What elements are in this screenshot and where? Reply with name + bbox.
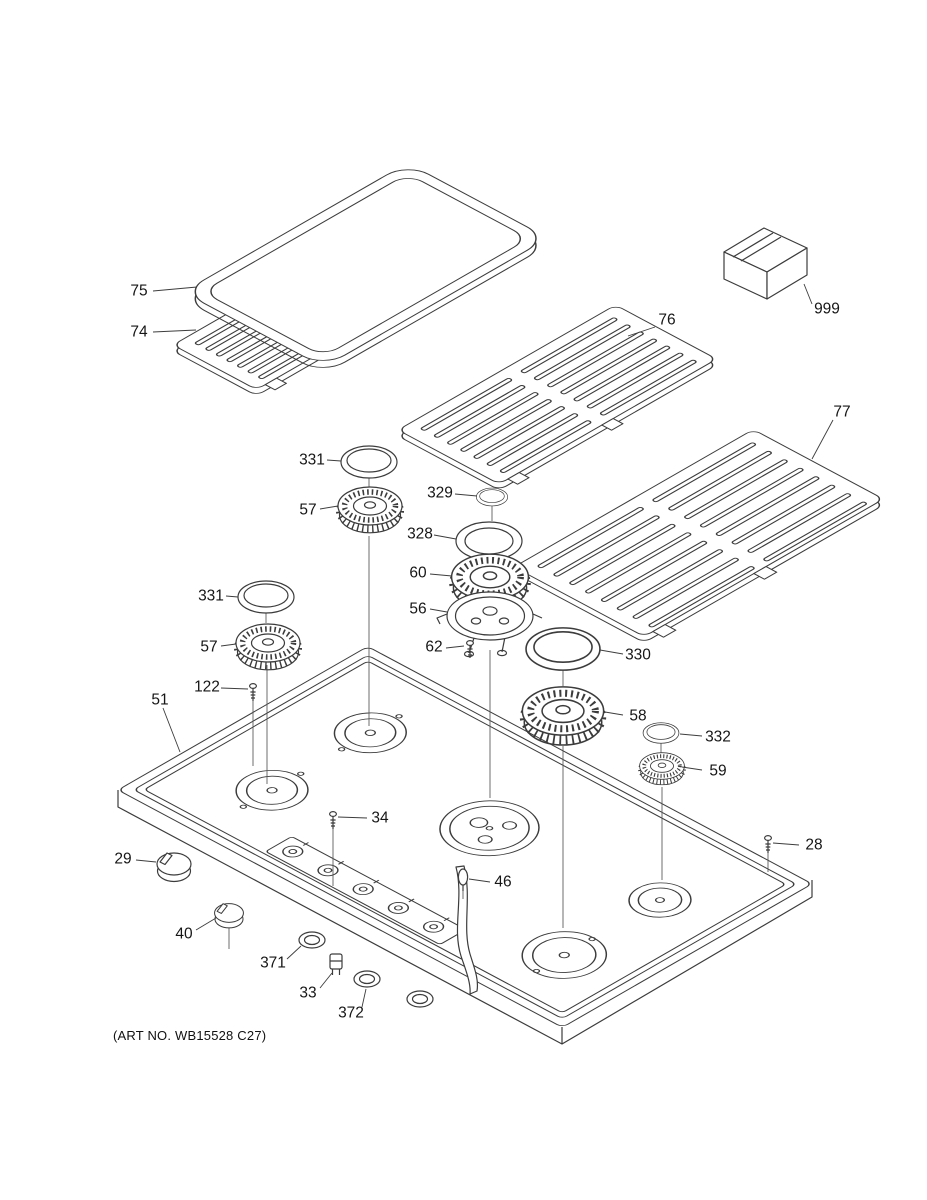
assembly-alignment-lines (228, 478, 769, 949)
part-callout-999-4[interactable]: 999 (814, 301, 840, 318)
burner-head-59 (640, 753, 685, 785)
part-callout-62-13[interactable]: 62 (425, 639, 442, 656)
callout-leader-51-16 (162, 707, 181, 753)
callout-leader-76-2 (627, 326, 656, 337)
part-callout-330-14[interactable]: 330 (625, 647, 651, 664)
part-callout-372-27[interactable]: 372 (338, 1005, 364, 1022)
burner-head-58 (522, 687, 603, 745)
cooktop-front-edge (117, 790, 813, 1045)
part-callout-76-2[interactable]: 76 (658, 312, 675, 329)
callout-leader-75-0 (152, 286, 198, 292)
griddle-75 (194, 169, 537, 368)
part-callout-29-21[interactable]: 29 (114, 851, 131, 868)
part-callout-46-22[interactable]: 46 (494, 874, 511, 891)
part-callout-33-26[interactable]: 33 (299, 985, 316, 1002)
burner-opening-left-front (333, 712, 407, 754)
part-callout-329-6[interactable]: 329 (427, 485, 453, 502)
callout-leader-62-13 (445, 645, 465, 649)
callout-leader-371-25 (286, 945, 302, 960)
screw-28 (763, 834, 773, 854)
part-callout-56-10[interactable]: 56 (409, 601, 426, 618)
callout-leader-77-3 (811, 419, 834, 460)
callout-leader-999-4 (803, 283, 813, 305)
burner-head-57-b (236, 624, 300, 670)
callout-leader-40-24 (195, 917, 217, 931)
burner-cap-332 (642, 722, 680, 744)
part-callouts: 75 74 76 77 999 331 329 57 328 60 56 331 57 62 330 122 5… (114, 283, 850, 1022)
burner-grate-76 (401, 306, 714, 489)
part-callout-332-18[interactable]: 332 (705, 729, 731, 746)
callout-leader-74-1 (152, 329, 197, 333)
part-callout-331-5[interactable]: 331 (299, 452, 325, 469)
callout-leader-332-18 (679, 733, 703, 737)
knob-ring-371 (298, 931, 326, 949)
burner-opening-right-front (521, 931, 608, 979)
callout-leader-328-8 (433, 534, 457, 540)
callout-leader-46-22 (468, 878, 491, 883)
callout-leader-29-21 (135, 859, 157, 863)
callout-leader-331-11 (225, 595, 239, 598)
part-callout-51-16[interactable]: 51 (151, 692, 168, 709)
part-callout-77-3[interactable]: 77 (833, 404, 850, 421)
control-valve-positions (266, 836, 466, 945)
part-callout-59-19[interactable]: 59 (709, 763, 726, 780)
burner-cap-330 (525, 627, 601, 671)
callout-leader-57-12 (220, 643, 237, 647)
burner-head-57-a (338, 487, 402, 533)
burner-opening-right-rear (628, 882, 692, 918)
part-callout-57-7[interactable]: 57 (299, 502, 316, 519)
callout-leader-122-15 (220, 687, 249, 690)
burner-cap-331-a (340, 445, 398, 479)
part-callout-75-0[interactable]: 75 (130, 283, 147, 300)
control-knob-40 (214, 903, 244, 929)
part-callout-328-8[interactable]: 328 (407, 526, 433, 543)
callout-leader-33-26 (319, 972, 333, 989)
part-callout-331-11[interactable]: 331 (198, 588, 224, 605)
callout-leader-34-20 (337, 816, 368, 819)
callout-leader-28-23 (772, 842, 800, 846)
part-callout-60-9[interactable]: 60 (409, 565, 427, 582)
part-callout-371-25[interactable]: 371 (260, 955, 286, 972)
callout-leader-57-7 (319, 505, 339, 510)
part-callout-74-1[interactable]: 74 (130, 324, 148, 341)
burner-base-56 (436, 591, 543, 658)
callout-leader-372-27 (361, 988, 367, 1008)
valve-bracket-33 (329, 953, 343, 975)
burner-opening-center (439, 800, 540, 857)
callout-leader-56-10 (429, 608, 448, 613)
screw-122 (249, 682, 257, 702)
callout-leader-329-6 (454, 493, 478, 497)
part-callout-40-24[interactable]: 40 (175, 926, 193, 943)
knob-ring (406, 990, 434, 1008)
art-number: (ART NO. WB15528 C27) (113, 1028, 266, 1043)
burner-tube-channel (455, 865, 479, 995)
burner-cap-331-b (237, 580, 295, 614)
igniter-46 (457, 868, 469, 891)
part-callout-28-23[interactable]: 28 (805, 837, 822, 854)
cooktop-body-51 (117, 647, 813, 1045)
burner-opening-left-rear (235, 769, 309, 811)
burner-cap-329 (475, 487, 509, 507)
callout-leader-59-19 (681, 766, 703, 771)
callout-leader-60-9 (429, 573, 453, 577)
control-knob-29 (156, 852, 192, 883)
burner-ring-328 (455, 521, 523, 561)
part-callout-57-12[interactable]: 57 (200, 639, 217, 656)
callout-leader-331-5 (326, 459, 342, 462)
knob-ring-372 (353, 970, 381, 988)
part-callout-58-17[interactable]: 58 (629, 708, 646, 725)
callout-leader-58-17 (604, 711, 624, 716)
burner-grate-77 (517, 431, 881, 641)
part-callout-122-15[interactable]: 122 (194, 679, 220, 696)
literature-box-999 (723, 227, 808, 300)
part-callout-34-20[interactable]: 34 (371, 810, 389, 827)
callout-leader-330-14 (599, 649, 624, 655)
